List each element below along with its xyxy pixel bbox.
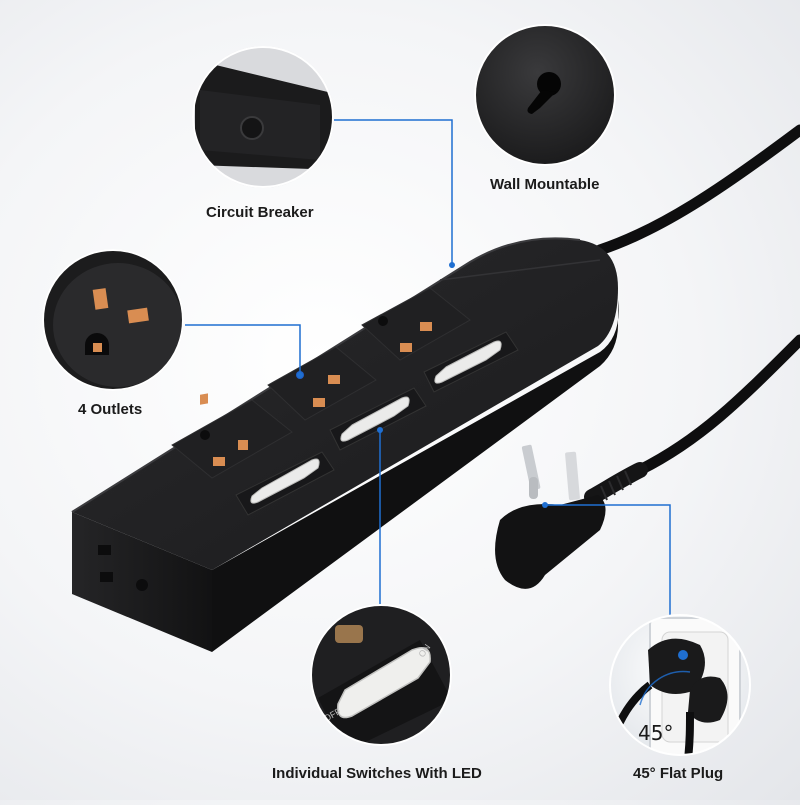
- switch-detail: ON OFF: [310, 604, 452, 746]
- wall-mountable-label: Wall Mountable: [490, 176, 600, 193]
- switch-rocker-icon: [337, 647, 431, 719]
- ground-hole: [378, 316, 388, 326]
- switch-2[interactable]: [329, 387, 427, 451]
- circuit-breaker-label: Circuit Breaker: [206, 204, 314, 221]
- switch-3[interactable]: [423, 331, 519, 393]
- outlet-slot: [238, 440, 248, 450]
- plug-detail: 45°: [609, 614, 751, 756]
- circuit-breaker-detail: [192, 46, 334, 188]
- flat-plug: [495, 444, 606, 589]
- outlet-slot: [313, 398, 325, 407]
- callout-line-breaker: [330, 119, 453, 268]
- callout-line-outlets: [185, 324, 301, 372]
- outlet-plate-1: [171, 393, 293, 479]
- outlet-detail: [42, 249, 184, 391]
- angle-label: 45°: [638, 721, 673, 745]
- keyhole-icon: [537, 72, 561, 96]
- outlet-slot: [213, 457, 225, 466]
- ground-hole: [200, 430, 210, 440]
- outlet-plate-3: [361, 287, 471, 361]
- outlet-slot-icon: [92, 288, 109, 310]
- ground-pin: [529, 477, 538, 499]
- outlet-slot: [328, 375, 340, 384]
- power-cord: [584, 124, 800, 505]
- outlets-label: 4 Outlets: [78, 401, 143, 418]
- switches-label: Individual Switches With LED: [272, 765, 482, 782]
- outlet-slot: [420, 322, 432, 331]
- plug-prong: [565, 451, 580, 501]
- wall-mount-detail: [474, 24, 616, 166]
- switch-1[interactable]: [235, 451, 335, 516]
- outlet-slot: [200, 393, 208, 405]
- front-outlet: [98, 545, 148, 591]
- breaker-button-icon: [240, 116, 264, 140]
- outlet-slot: [400, 343, 412, 352]
- flat-plug-label: 45° Flat Plug: [633, 765, 724, 782]
- outlet-slot-icon: [127, 307, 149, 324]
- callout-line-plug: [545, 504, 671, 650]
- power-strip: [71, 237, 619, 652]
